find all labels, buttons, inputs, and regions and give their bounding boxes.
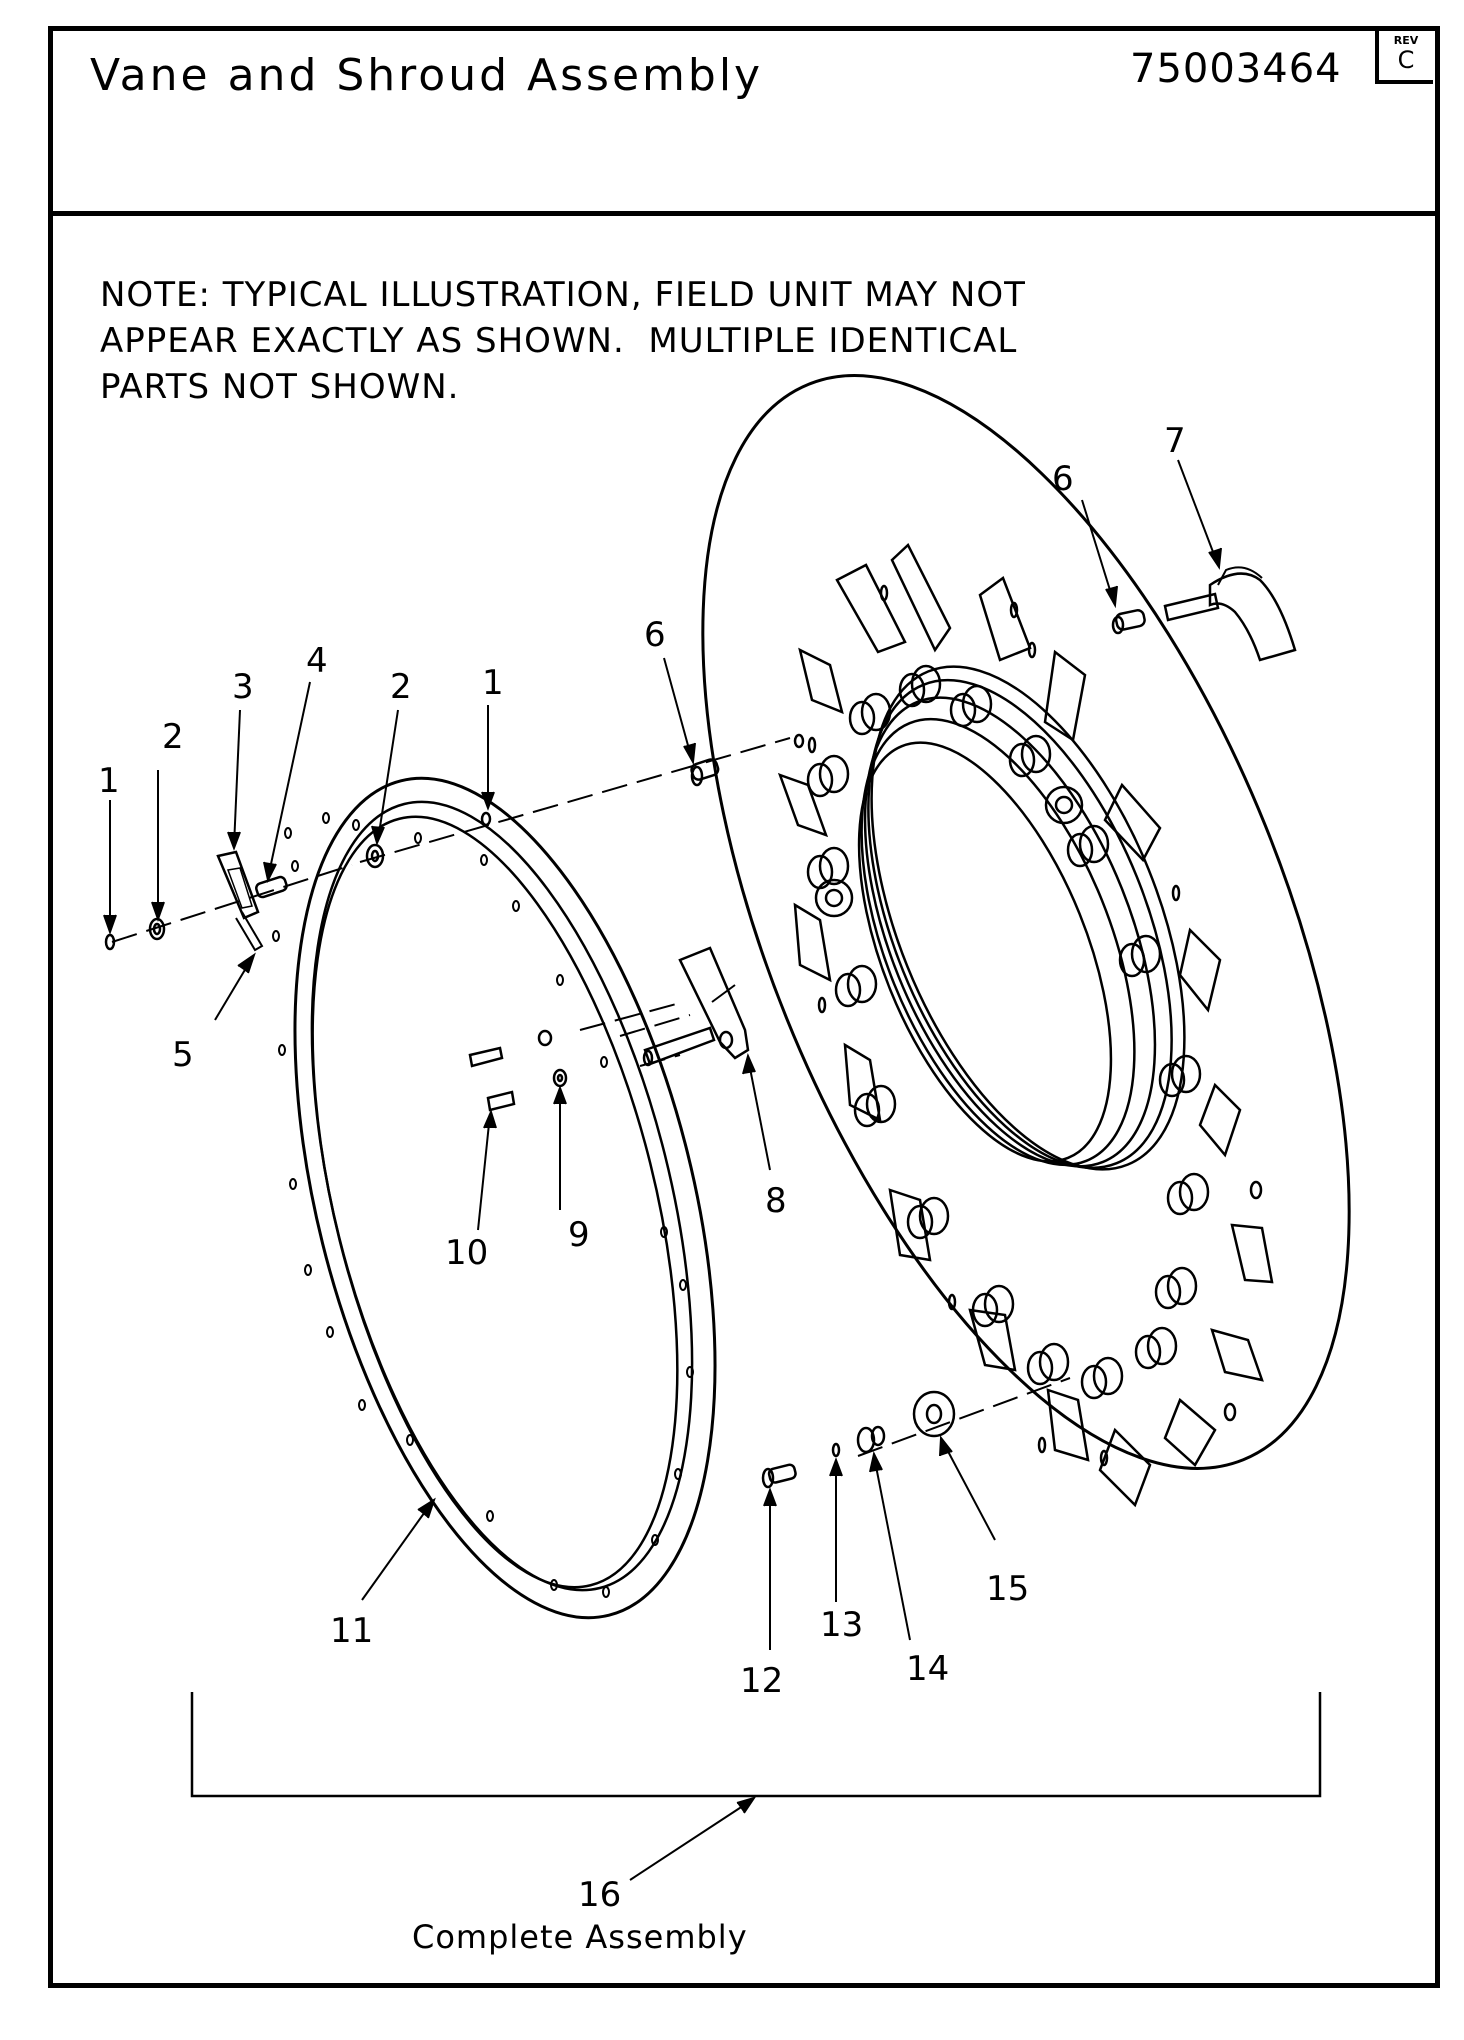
- callout-9: 9: [568, 1215, 590, 1255]
- complete-assembly-caption: Complete Assembly: [412, 1918, 748, 1956]
- document-number: 75003464: [1130, 46, 1342, 92]
- note-line-3: PARTS NOT SHOWN.: [100, 367, 460, 407]
- callout-1-left: 1: [98, 761, 120, 801]
- revision-label: REV: [1393, 34, 1419, 47]
- callout-12: 12: [740, 1661, 783, 1701]
- vane-plate: [701, 374, 1351, 1508]
- revision-value: C: [1397, 46, 1415, 74]
- callout-6-right: 6: [1052, 459, 1074, 499]
- drawing-title: Vane and Shroud Assembly: [90, 50, 764, 101]
- callout-15: 15: [986, 1569, 1029, 1609]
- callout-13: 13: [820, 1605, 863, 1645]
- callout-14: 14: [906, 1649, 949, 1689]
- callout-5: 5: [172, 1035, 194, 1075]
- callout-6-mid: 6: [644, 615, 666, 655]
- shroud-ring: [293, 776, 717, 1620]
- callout-2-mid: 2: [390, 667, 412, 707]
- sheet-border: [48, 26, 1440, 1988]
- callout-2-left: 2: [162, 717, 184, 757]
- title-block-divider: [48, 211, 1440, 216]
- callout-11: 11: [330, 1611, 373, 1651]
- callout-3: 3: [232, 667, 254, 707]
- illustration-note: NOTE: TYPICAL ILLUSTRATION, FIELD UNIT M…: [100, 272, 1026, 410]
- callout-7: 7: [1164, 421, 1186, 461]
- callout-16: 16: [578, 1875, 621, 1915]
- callout-8: 8: [765, 1181, 787, 1221]
- callout-1-mid: 1: [482, 663, 504, 703]
- callout-labels: 1 2 3 4 2 1 5 6 6 7 8 9 10 11 12 13 14 1…: [98, 421, 1186, 1956]
- callout-4: 4: [306, 641, 328, 681]
- revision-box: REV C: [1375, 30, 1433, 84]
- callout-10: 10: [445, 1233, 488, 1273]
- note-line-2: APPEAR EXACTLY AS SHOWN. MULTIPLE IDENTI…: [100, 321, 1018, 361]
- note-line-1: NOTE: TYPICAL ILLUSTRATION, FIELD UNIT M…: [100, 275, 1026, 315]
